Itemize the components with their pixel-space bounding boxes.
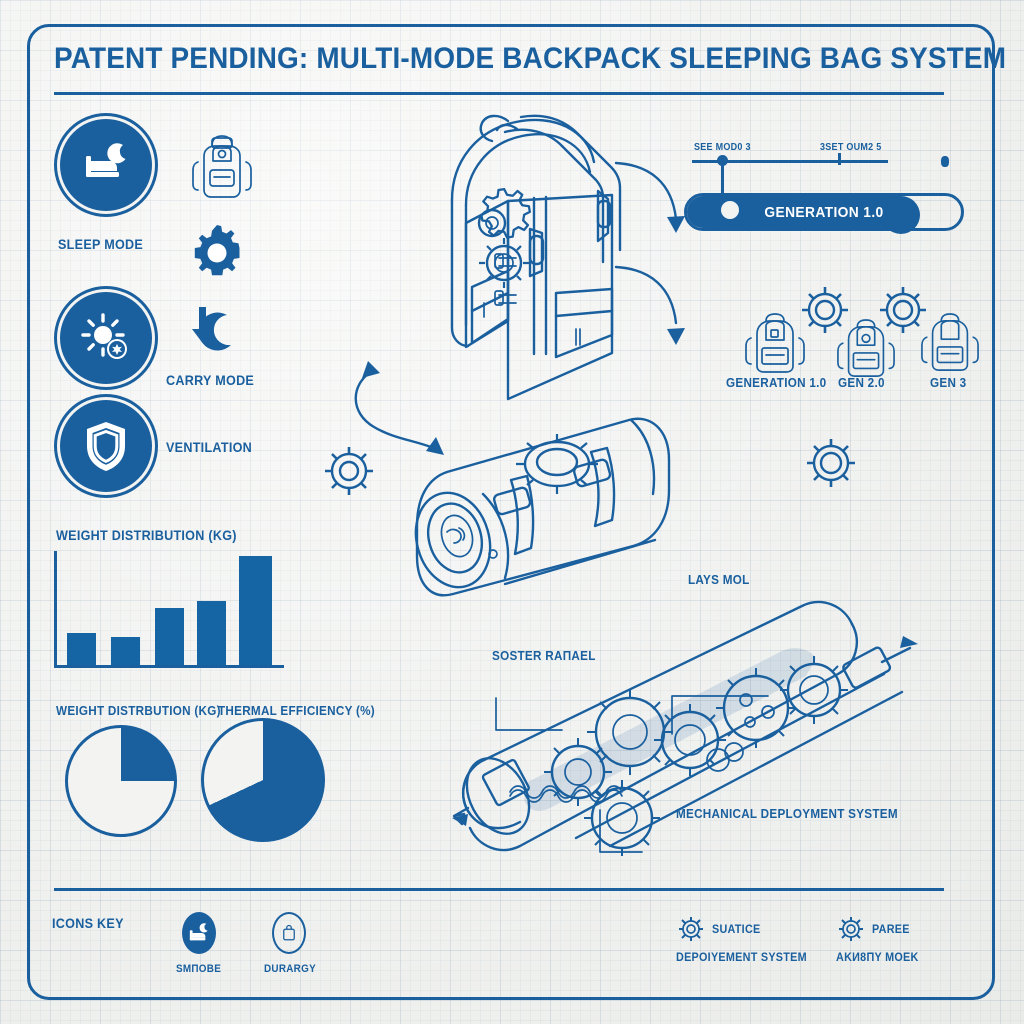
duffel-gear [516, 434, 598, 494]
bar-chart-title: WEIGHT DISTRIBUTION (KG) [56, 527, 237, 543]
legend-label-1: SMΠOBE [176, 963, 222, 975]
bar-chart-y-axis [54, 551, 57, 668]
bar-chart [54, 551, 284, 668]
legend-sublabel-3: DEPOIYEMENT SYSTEM [676, 950, 807, 964]
gear-outline-icon-legend-1[interactable] [676, 914, 706, 944]
generation-label-1: GENERATION 1.0 [726, 375, 827, 390]
timeline-marker-2[interactable] [838, 153, 841, 165]
bar-item [111, 636, 140, 665]
cutaway-callout-1: LAYS MOL [688, 572, 750, 587]
legend-title: ICONS KEY [52, 915, 124, 931]
generation-backpack-icon-1[interactable] [744, 312, 806, 378]
ventilation-icon-badge[interactable] [60, 400, 152, 492]
timeline-connector [721, 162, 724, 204]
cutaway-callout-3: MECHANICAL DEPLOYMENT SYSTEM [676, 806, 898, 821]
cutaway-mechanism-illustration [452, 600, 918, 856]
flow-arrow-right-top [614, 161, 685, 345]
arrow-moon-icon [192, 307, 231, 351]
backpack-gear-small [479, 238, 529, 288]
title-divider [54, 92, 944, 95]
bar-item [239, 555, 272, 665]
shield-icon [87, 422, 125, 471]
bar-item [197, 601, 226, 665]
cutaway-gear-6 [780, 656, 848, 724]
timeline-end-dot [941, 156, 949, 167]
generation-label-3: GEN 3 [930, 375, 967, 390]
cutaway-gear-5 [716, 668, 796, 748]
gear-outline-icon-gen-b [880, 287, 926, 333]
sun-icon [81, 313, 127, 359]
carry-mode-icon-badge[interactable] [60, 292, 152, 384]
generation-progress-bar[interactable]: GENERATION 1.0 [684, 193, 964, 234]
generation-progress-knob[interactable] [718, 198, 742, 222]
sidebar-item-label-carry: CARRY MODE [166, 372, 255, 388]
pie-chart-2 [201, 718, 325, 842]
backpack-isometric-illustration [450, 114, 622, 401]
bar-item [155, 608, 184, 665]
bed-moon-icon [189, 923, 208, 941]
generation-label-2: GEN 2.0 [838, 375, 885, 390]
legend-icon-badge-2[interactable] [272, 912, 306, 954]
backpack-outline-icon [192, 135, 252, 198]
gear-outline-icon-legend-2[interactable] [836, 914, 866, 944]
legend-label-4: PAREE [872, 922, 910, 936]
gear-outline-icon-gen-a [802, 287, 848, 333]
backpack-gear-large [477, 187, 531, 239]
bar-item [67, 633, 96, 665]
gear-outline-icon-right [807, 439, 855, 487]
page-title: PATENT PENDING: MULTI-MODE BACKPACK SLEE… [54, 42, 1007, 75]
timeline-axis [692, 160, 888, 163]
gear-outline-icon-left [325, 447, 373, 495]
generation-backpack-icon-3[interactable] [920, 312, 980, 376]
timeline-marker-1[interactable] [717, 155, 728, 166]
sleep-mode-icon-badge[interactable] [60, 119, 152, 211]
legend-sublabel-4: AKИ8ΠY MOEK [836, 950, 919, 964]
gear-solid-icon [194, 225, 240, 276]
cutaway-gear-4 [654, 704, 726, 776]
timeline-tick-label-1: SEE MOD0 3 [694, 142, 751, 153]
pie-chart-title-1: WEIGHT DISTRBUTION (KG) [56, 703, 221, 718]
generation-backpack-icon-2[interactable] [836, 318, 896, 382]
transform-loop-arrow [354, 361, 444, 455]
page-border-frame [27, 24, 995, 1000]
sidebar-item-label-sleep: SLEEP MODE [58, 236, 144, 252]
cutaway-callout-2: SOSTER RAΠAEL [492, 648, 596, 663]
duffel-bag-illustration [414, 417, 671, 597]
sidebar-item-label-ventilation: VENTILATION [166, 439, 253, 455]
legend-divider [54, 888, 944, 891]
timeline-tick-label-2: 3SET OUM2 5 [820, 142, 882, 153]
legend-label-3: SUATICE [712, 922, 761, 936]
pie-chart-title-2: THERMAL EFFICIENCY (%) [218, 703, 375, 718]
bar-chart-plot [57, 551, 282, 665]
cutaway-gear-1 [544, 738, 612, 806]
pie-chart-1 [65, 725, 177, 837]
cutaway-gear-2 [584, 780, 660, 856]
legend-icon-badge-1[interactable] [182, 912, 216, 954]
bed-moon-icon [86, 143, 126, 177]
bag-icon [283, 924, 295, 941]
legend-label-2: DURARGY [264, 963, 316, 975]
bar-chart-x-axis [54, 665, 284, 668]
